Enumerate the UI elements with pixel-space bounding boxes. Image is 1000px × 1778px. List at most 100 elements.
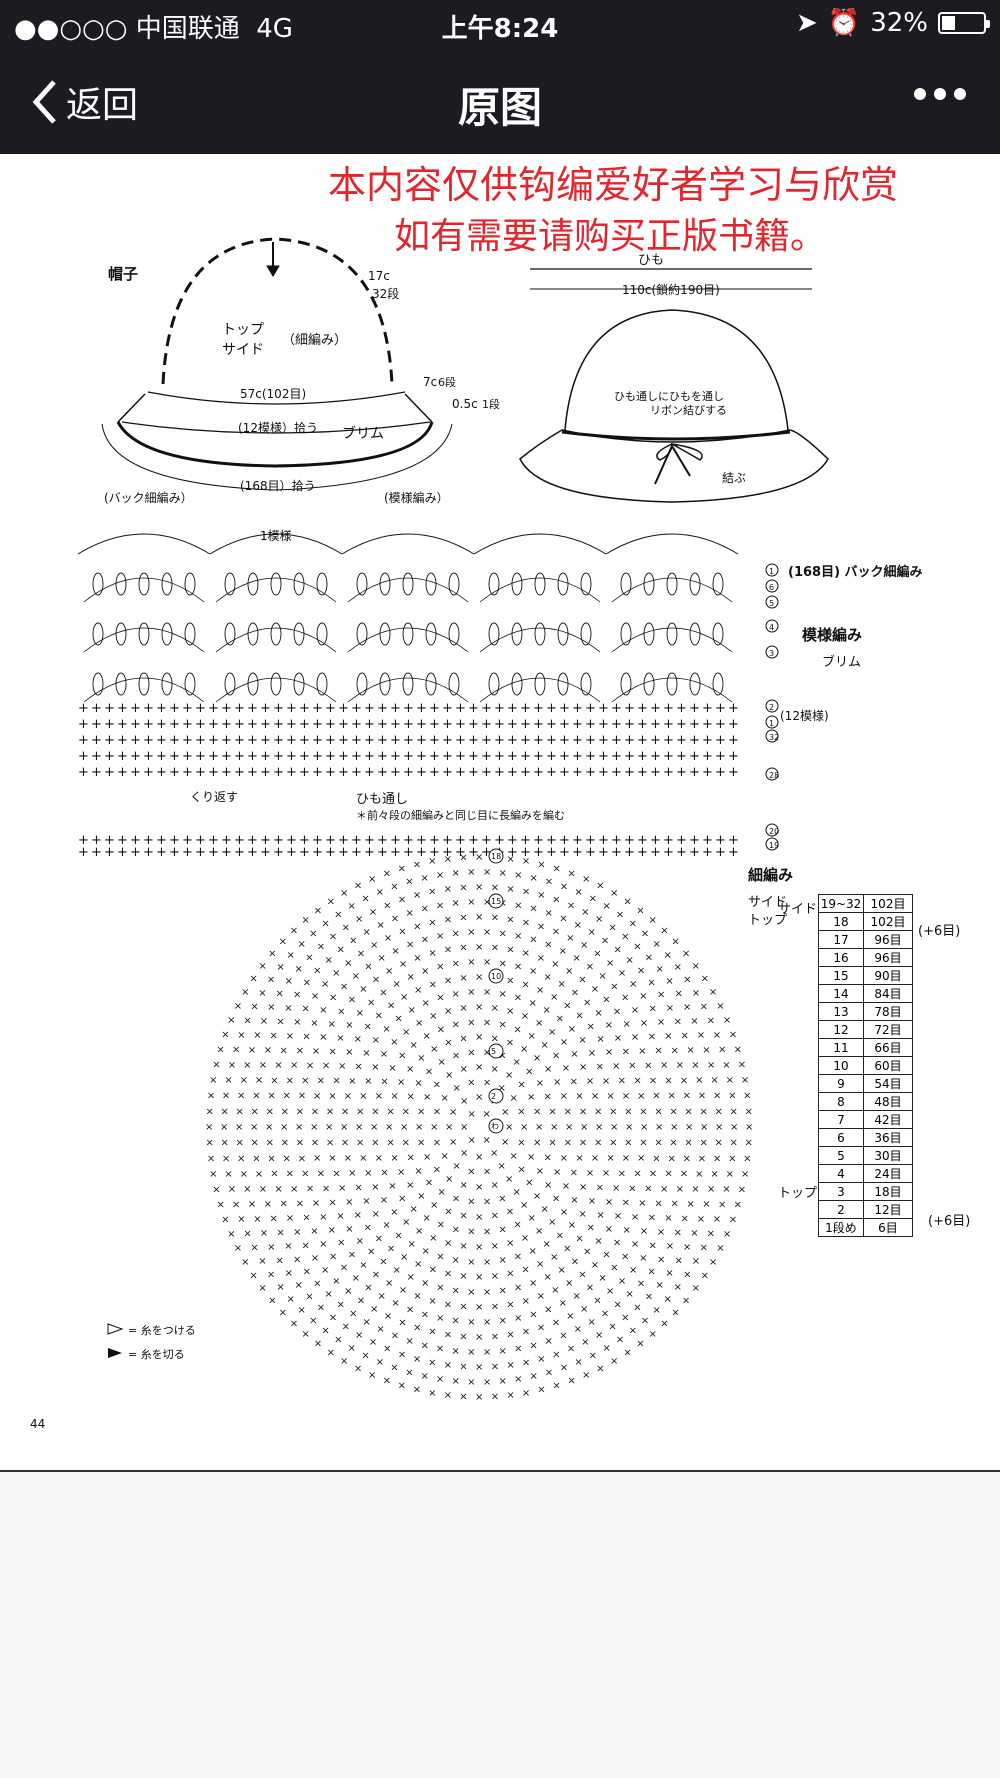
sc-stitch: ×	[417, 1053, 425, 1064]
sc-stitch: ×	[205, 1138, 213, 1149]
stitch-mark	[356, 672, 368, 696]
pattern-title: 模様編み	[802, 626, 862, 644]
sc-stitch: +	[299, 765, 310, 780]
rows-7c: 7c	[423, 375, 437, 389]
sc-stitch: ×	[681, 1030, 689, 1041]
sc-stitch: +	[117, 845, 128, 860]
sc-stitch: ×	[616, 909, 624, 920]
sc-stitch: ×	[232, 1045, 240, 1056]
sc-stitch: +	[390, 833, 401, 848]
sc-stitch: ×	[505, 1122, 513, 1133]
sc-stitch: ×	[588, 1196, 596, 1207]
sc-stitch: ×	[380, 1195, 388, 1206]
sc-stitch: +	[507, 733, 518, 748]
sc-stitch: ×	[568, 1024, 576, 1035]
sc-stitch: ×	[536, 1166, 544, 1177]
sc-stitch: +	[247, 845, 258, 860]
sc-stitch: +	[520, 701, 531, 716]
sc-stitch: ×	[317, 942, 325, 953]
sc-stitch: ×	[637, 1153, 645, 1164]
sc-stitch: ×	[578, 1269, 586, 1280]
sc-stitch: ×	[537, 1291, 545, 1302]
sc-stitch: ×	[429, 979, 437, 990]
sc-stitch: ×	[444, 1238, 452, 1249]
sc-stitch: ×	[459, 1392, 467, 1403]
sc-stitch: +	[91, 749, 102, 764]
sc-stitch: ×	[664, 1169, 672, 1180]
sc-stitch: ×	[667, 1091, 675, 1102]
sc-stitch: ×	[370, 1122, 378, 1133]
sc-stitch: +	[286, 765, 297, 780]
row-marker-circle	[765, 837, 779, 851]
sc-stitch: ×	[675, 989, 683, 1000]
sc-stitch: +	[143, 733, 154, 748]
sc-stitch: ×	[428, 887, 436, 898]
sc-stitch: ×	[414, 1166, 422, 1177]
sc-stitch: ×	[390, 1091, 398, 1102]
sc-stitch: ×	[452, 1051, 460, 1062]
sc-stitch: ×	[417, 1106, 425, 1117]
sc-stitch: ×	[444, 945, 452, 956]
sc-stitch: ×	[645, 952, 653, 963]
sc-stitch: ×	[312, 1046, 320, 1057]
stitch-mark	[161, 572, 173, 596]
sc-stitch: ×	[537, 859, 545, 870]
alarm-icon: ⏰	[827, 8, 861, 38]
sc-stitch: ×	[311, 1253, 319, 1264]
sc-stitch: ×	[319, 1212, 327, 1223]
sc-stitch: +	[676, 733, 687, 748]
sc-stitch: +	[481, 733, 492, 748]
sc-stitch: ×	[663, 1294, 671, 1305]
sc-stitch: ×	[596, 1210, 604, 1221]
sc-stitch: +	[416, 833, 427, 848]
sc-stitch: ×	[459, 973, 467, 984]
sc-stitch: ×	[325, 1122, 333, 1133]
sc-stitch: +	[507, 765, 518, 780]
sc-stitch: +	[546, 749, 557, 764]
sc-stitch: +	[468, 765, 479, 780]
sc-stitch: ×	[575, 1011, 583, 1022]
sc-stitch: ×	[551, 1285, 559, 1296]
back-button[interactable]: 返回	[30, 76, 138, 128]
sc-stitch: ×	[613, 1238, 621, 1249]
sc-stitch: +	[689, 765, 700, 780]
sc-stitch: ×	[340, 888, 348, 899]
sc-stitch: +	[364, 733, 375, 748]
sc-stitch: ×	[207, 1091, 215, 1102]
row-number: 11	[818, 1038, 864, 1057]
sc-stitch: ×	[665, 976, 673, 987]
sc-stitch: ×	[565, 1122, 573, 1133]
more-button[interactable]	[914, 88, 966, 100]
stitch-mark	[247, 572, 259, 596]
sc-stitch: +	[78, 833, 89, 848]
sc-stitch: ×	[459, 1241, 467, 1252]
sc-stitch: +	[377, 733, 388, 748]
sc-stitch: +	[208, 701, 219, 716]
sc-stitch: ×	[506, 975, 514, 986]
hat-side-view	[101, 237, 453, 491]
sc-stitch: ×	[327, 896, 335, 907]
sc-stitch: ×	[718, 1199, 726, 1210]
sc-stitch: ×	[606, 1153, 614, 1164]
sc-stitch: ×	[281, 1106, 289, 1117]
sc-stitch: ×	[410, 1204, 418, 1215]
sc-stitch: ×	[302, 1031, 310, 1042]
sc-stitch: ×	[390, 881, 398, 892]
sc-stitch: ×	[336, 945, 344, 956]
sc-stitch: ×	[593, 1296, 601, 1307]
scallop-arc	[473, 533, 607, 555]
sc-stitch: ×	[354, 1183, 362, 1194]
stitch-mark	[161, 672, 173, 696]
crochet-pattern-image[interactable]: 帽子 トップ サイド （細編み） 57c(102目) (12模様）拾う ブリム …	[0, 154, 1000, 1472]
sc-stitch: ×	[537, 953, 545, 964]
sc-stitch: +	[169, 845, 180, 860]
sc-stitch: ×	[716, 1243, 724, 1254]
sc-stitch: ×	[606, 1091, 614, 1102]
sc-stitch: ×	[743, 1091, 751, 1102]
sc-stitch: ×	[243, 1015, 251, 1026]
sc-stitch: ×	[344, 1286, 352, 1297]
sc-stitch: ×	[451, 898, 459, 909]
sc-stitch: +	[156, 717, 167, 732]
sc-stitch: ×	[726, 1169, 734, 1180]
